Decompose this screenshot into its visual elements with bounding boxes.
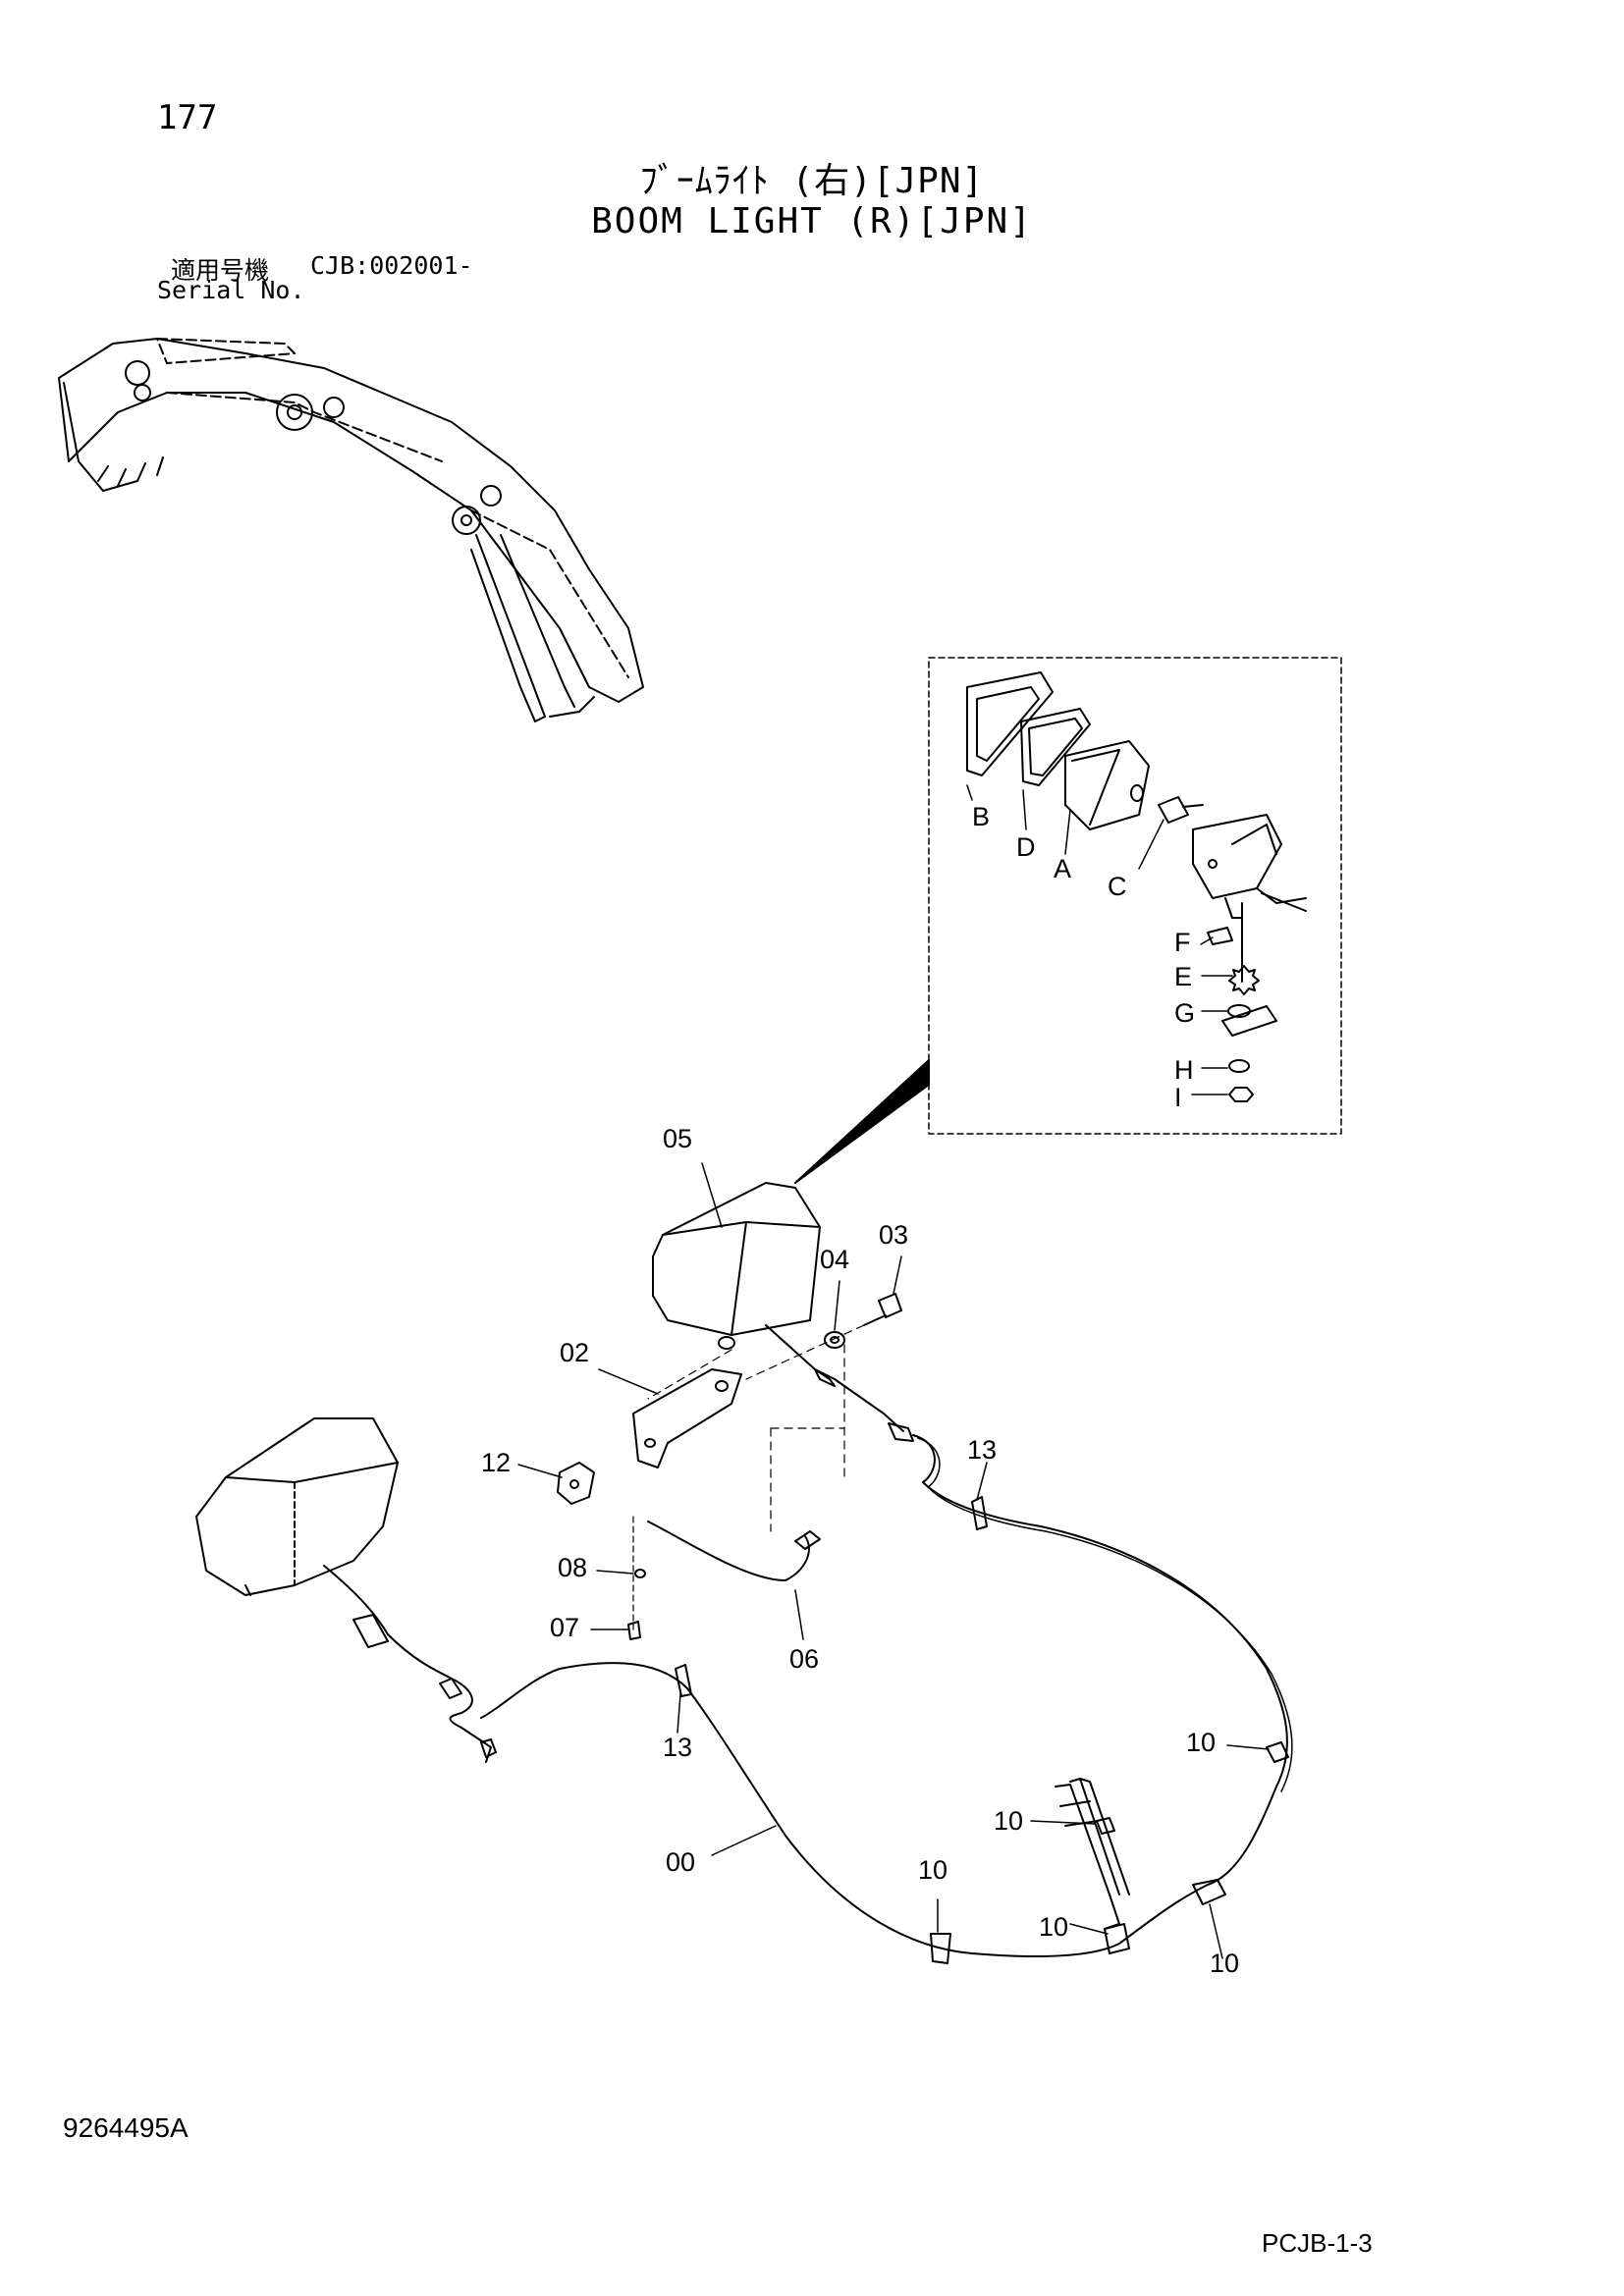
washer xyxy=(824,1331,845,1349)
harness-bundle xyxy=(1055,1778,1130,1930)
callout-10: 10 xyxy=(1039,1912,1069,1942)
assembly-lines xyxy=(647,1324,865,1532)
callout-B: B xyxy=(972,802,991,831)
detail-leader xyxy=(794,1059,930,1184)
callout-G: G xyxy=(1174,998,1196,1028)
serial-label-en: Serial No. xyxy=(157,276,305,304)
callout-10: 10 xyxy=(994,1806,1024,1836)
callout-13: 13 xyxy=(967,1435,998,1465)
lamp-exploded-parts xyxy=(966,671,1307,1102)
existing-lamp xyxy=(195,1417,399,1596)
main-harness xyxy=(480,1434,1288,1957)
bolt xyxy=(863,1293,902,1326)
callout-10: 10 xyxy=(1186,1728,1217,1757)
callout-10: 10 xyxy=(918,1855,948,1885)
diagram-title-jp: ﾌﾞｰﾑﾗｲﾄ (右)[JPN] xyxy=(639,161,985,201)
callout-12: 12 xyxy=(481,1448,512,1477)
callout-leaders xyxy=(517,1162,1270,1959)
callout-07: 07 xyxy=(550,1613,580,1642)
callout-C: C xyxy=(1108,872,1127,901)
lamp-lead xyxy=(765,1324,904,1432)
page-number: 177 xyxy=(157,98,218,137)
screw xyxy=(627,1621,641,1640)
callout-03: 03 xyxy=(879,1220,909,1250)
callout-I: I xyxy=(1174,1083,1182,1112)
diagram-title-en: BOOM LIGHT (R)[JPN] xyxy=(591,201,1033,241)
excavator-boom-overview xyxy=(58,338,644,722)
washer-small xyxy=(634,1569,646,1578)
detail-leaders xyxy=(966,784,1233,1095)
callout-E: E xyxy=(1174,962,1193,991)
page-code: PCJB-1-3 xyxy=(1262,2228,1373,2258)
lamp-lead-left xyxy=(323,1565,492,1763)
bracket xyxy=(632,1368,742,1468)
work-lamp-assembly xyxy=(652,1182,821,1350)
callout-13: 13 xyxy=(663,1733,693,1762)
callout-10: 10 xyxy=(1210,1949,1240,1978)
harness-short xyxy=(647,1521,810,1581)
clamp xyxy=(971,1496,988,1530)
callout-00: 00 xyxy=(666,1847,696,1877)
callout-A: A xyxy=(1054,854,1072,883)
callout-06: 06 xyxy=(789,1644,820,1674)
serial-number-range: CJB:002001- xyxy=(310,251,473,280)
serial-label-jp: 適用号機 xyxy=(171,256,270,285)
detail-frame xyxy=(928,657,1342,1135)
rubber-block xyxy=(557,1462,595,1505)
callout-D: D xyxy=(1016,832,1036,862)
callout-04: 04 xyxy=(820,1245,850,1274)
drawing-number: 9264495A xyxy=(63,2112,189,2143)
callout-02: 02 xyxy=(560,1338,590,1367)
clips xyxy=(930,1741,1289,1964)
callout-F: F xyxy=(1174,928,1191,957)
clamp xyxy=(675,1664,692,1697)
callout-05: 05 xyxy=(663,1124,693,1153)
callout-H: H xyxy=(1174,1055,1194,1085)
callout-08: 08 xyxy=(558,1553,588,1582)
